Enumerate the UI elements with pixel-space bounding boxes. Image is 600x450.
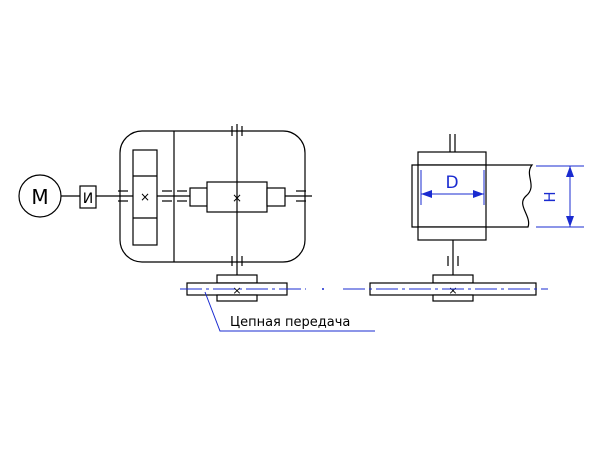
side-bearing-bottom: [447, 256, 459, 266]
motor: М: [18, 174, 62, 218]
height-label: Н: [541, 191, 559, 202]
diameter-label: D: [445, 173, 458, 193]
side-housing: [411, 164, 534, 228]
coupling: И: [79, 185, 97, 209]
output-bearing-right: [285, 190, 312, 202]
side-shaft-top: [449, 134, 456, 152]
side-cap-top: [417, 151, 487, 166]
vertical-bearing-top: [231, 126, 243, 136]
sprocket-left-cross: ×: [232, 284, 241, 297]
side-cap-bottom: [417, 226, 487, 241]
input-bearing-left: [118, 190, 128, 202]
gear-wheel-cross: ×: [140, 190, 150, 204]
gear-wheel: ×: [132, 149, 158, 246]
input-bearing-right: [162, 190, 187, 202]
motor-label: М: [31, 185, 48, 209]
sprocket-right-cross: ×: [448, 284, 457, 297]
axis-dot: [322, 288, 324, 290]
sprocket-left: ×: [186, 274, 288, 302]
chain-drive-leader: [204, 291, 375, 332]
sprocket-right: ×: [369, 274, 537, 302]
chain-drive-label: Цепная передача: [230, 315, 350, 330]
height-dimension: Н: [536, 165, 584, 228]
coupling-label: И: [83, 191, 93, 207]
vertical-bearing-bottom: [231, 256, 243, 266]
diameter-dimension: D: [420, 170, 485, 205]
